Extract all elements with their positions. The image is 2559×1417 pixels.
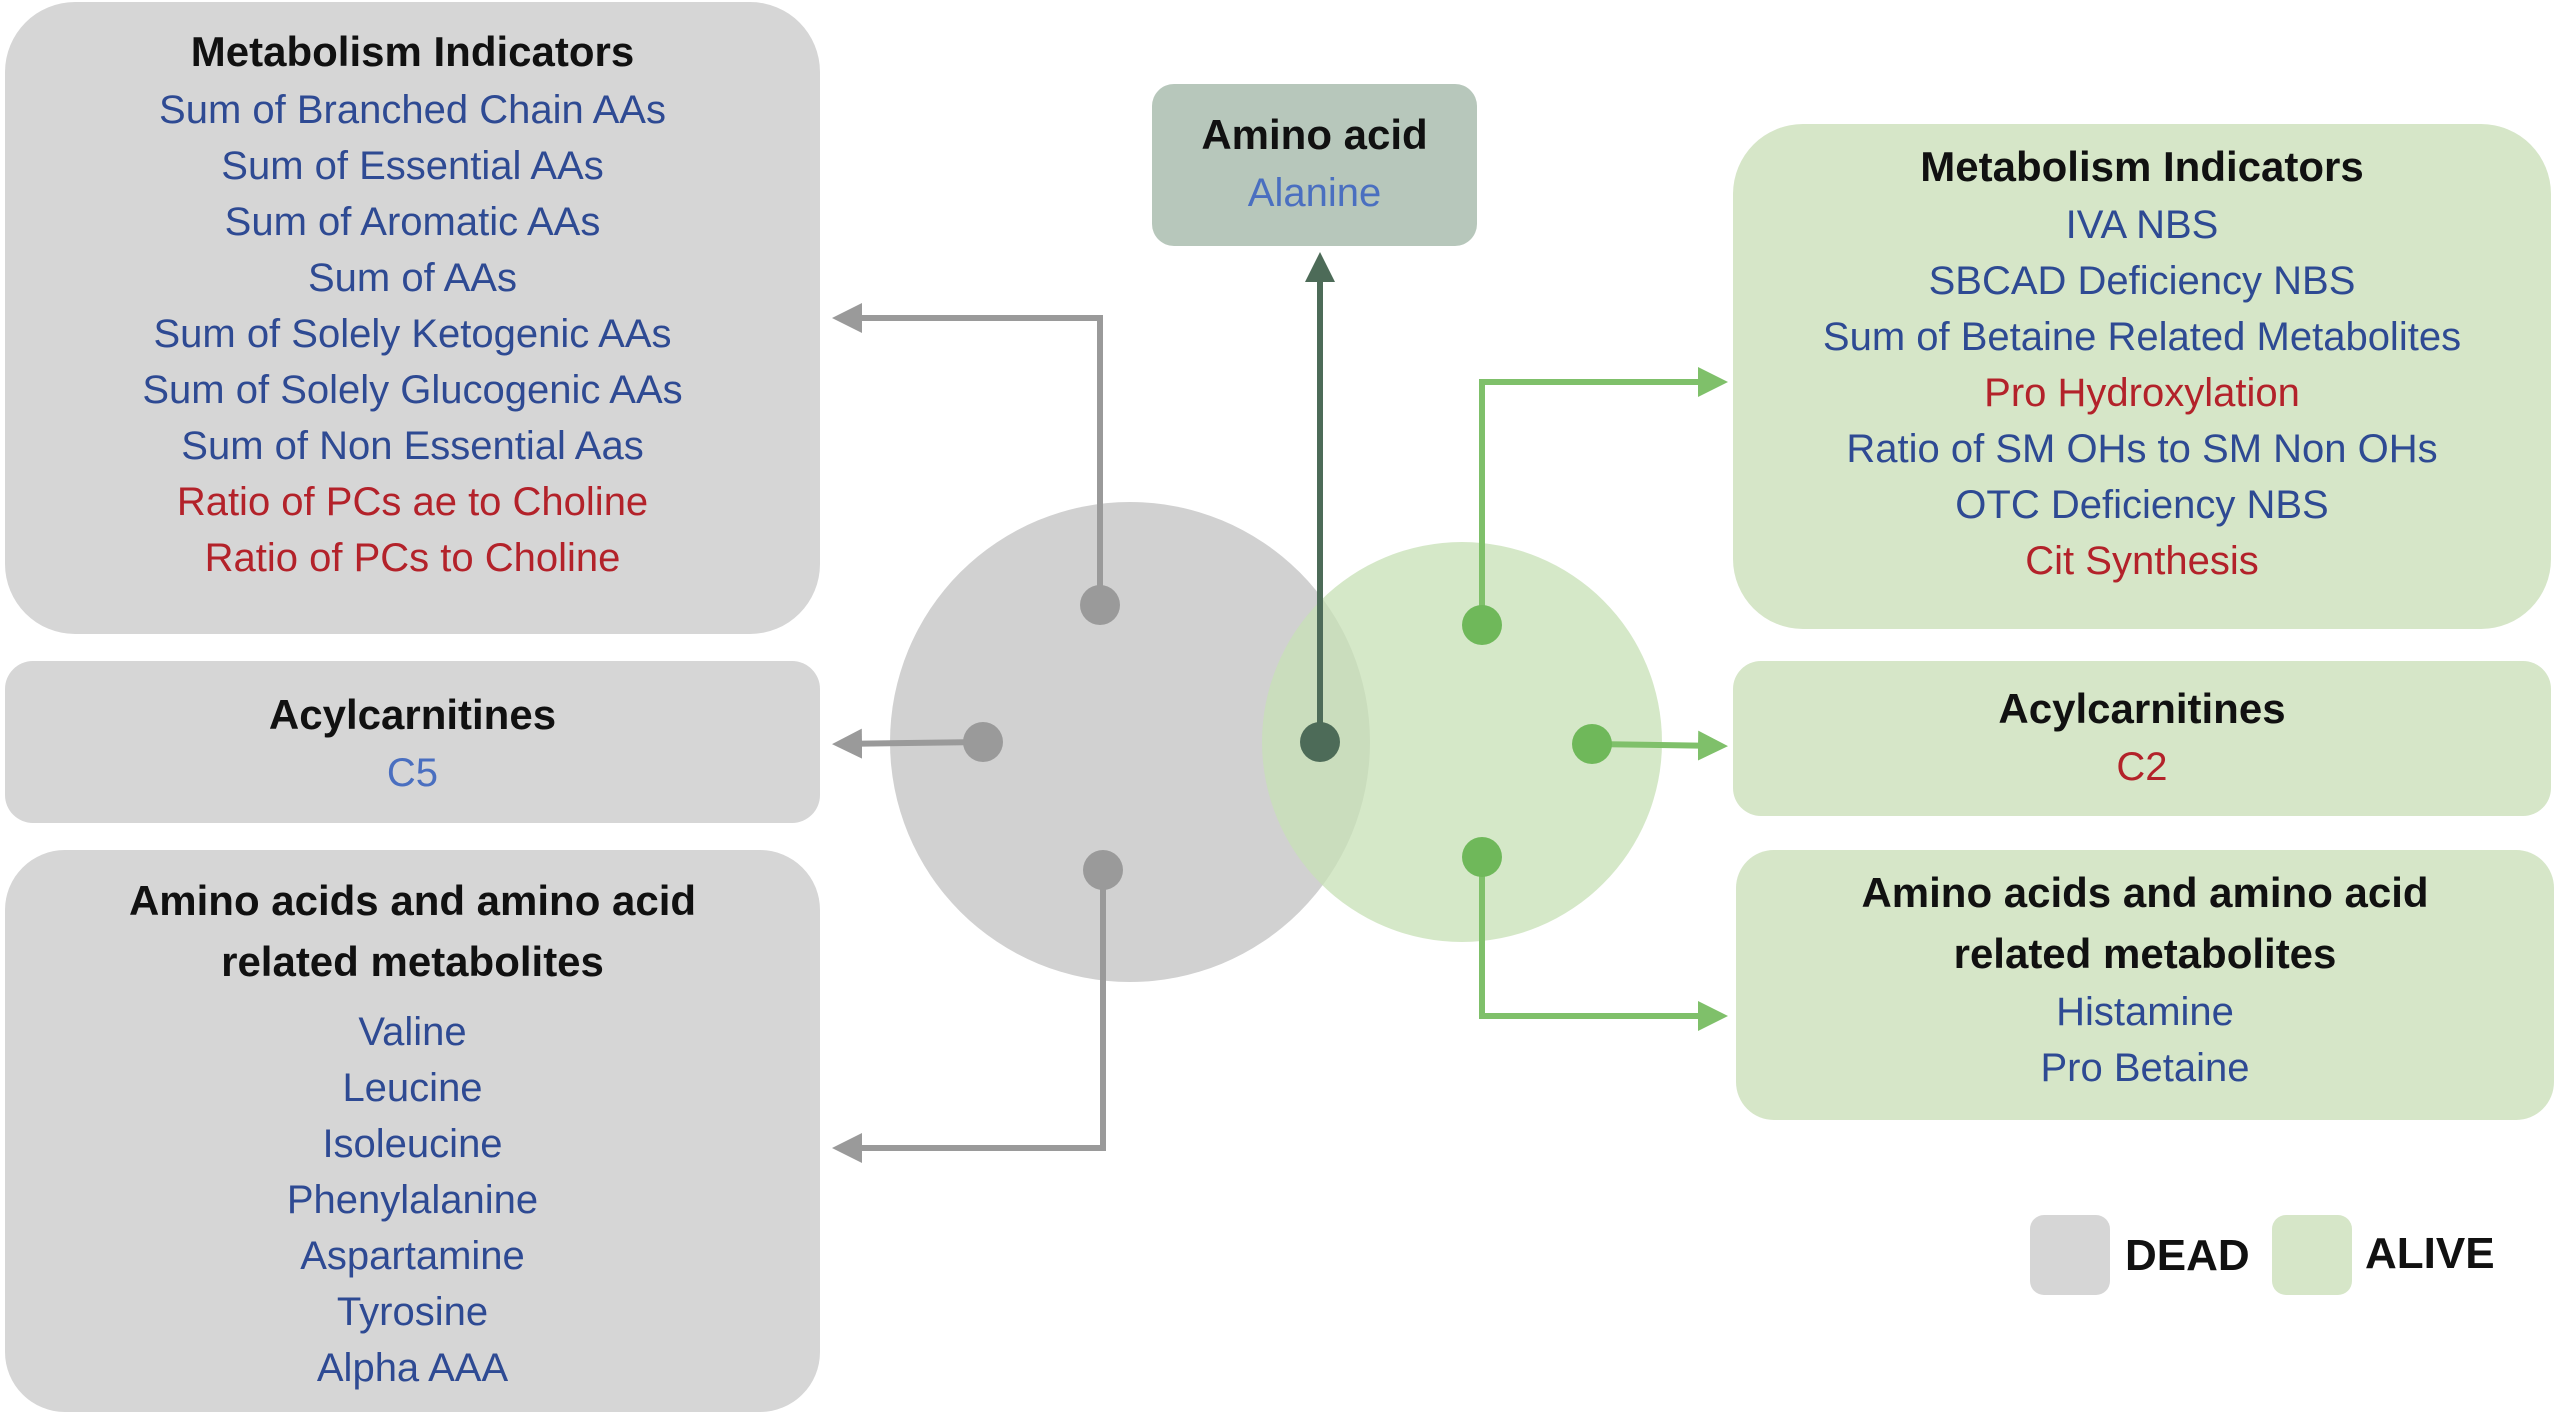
dead-amino-acids-title-line2: related metabolites xyxy=(221,938,604,985)
list-item: Phenylalanine xyxy=(286,1178,539,1222)
shared-amino-acid-dot xyxy=(1300,722,1340,762)
alive-amino-acids-title-line2: related metabolites xyxy=(1953,930,2337,977)
dead-amino-acids-dot xyxy=(1083,850,1123,890)
list-item: IVA NBS xyxy=(2065,203,2219,247)
alive-amino-acids-box: Amino acids and amino acid related metab… xyxy=(1736,850,2554,1120)
list-item: Isoleucine xyxy=(322,1122,503,1166)
list-item: Ratio of PCs ae to Choline xyxy=(176,480,649,524)
legend-dead-swatch xyxy=(2030,1215,2110,1295)
dead-metabolism-connector xyxy=(832,303,1103,605)
list-item: Sum of Non Essential Aas xyxy=(181,424,644,468)
alive-amino-acids-title-line1: Amino acids and amino acid xyxy=(1861,869,2429,916)
dead-acylcarnitines-title: Acylcarnitines xyxy=(268,691,557,738)
legend-dead-label: DEAD xyxy=(2125,1231,2250,1280)
alive-circle xyxy=(1262,542,1662,942)
shared-amino-acid-title: Amino acid xyxy=(1201,111,1428,158)
alive-acylcarnitines-title: Acylcarnitines xyxy=(1998,685,2286,732)
list-item: Ratio of PCs to Choline xyxy=(204,536,621,580)
list-item: Cit Synthesis xyxy=(2025,539,2259,583)
alive-amino-acids-connector xyxy=(1479,857,1728,1031)
list-item: Pro Betaine xyxy=(2040,1046,2250,1090)
list-item: Sum of Solely Ketogenic AAs xyxy=(153,312,672,356)
list-item: Sum of Aromatic AAs xyxy=(224,200,601,244)
alive-amino-acids-dot xyxy=(1462,837,1502,877)
list-item: C2 xyxy=(2116,745,2168,789)
list-item: SBCAD Deficiency NBS xyxy=(1928,259,2356,303)
dead-amino-acids-title-line1: Amino acids and amino acid xyxy=(128,877,697,924)
legend-alive-label: ALIVE xyxy=(2365,1229,2495,1278)
alive-acylcarnitines-list: C2 xyxy=(2116,739,2167,795)
alive-metabolism-box: Metabolism Indicators IVA NBS SBCAD Defi… xyxy=(1733,124,2551,629)
list-item: Sum of Essential AAs xyxy=(221,144,604,188)
dead-amino-acids-box: Amino acids and amino acid related metab… xyxy=(5,850,820,1412)
list-item: Valine xyxy=(358,1010,467,1054)
dead-acylcarnitines-connector xyxy=(832,728,984,759)
list-item: Ratio of SM OHs to SM Non OHs xyxy=(1846,427,2438,471)
list-item: Aspartamine xyxy=(300,1234,525,1278)
dead-amino-acids-connector xyxy=(832,870,1106,1163)
list-item: Alanine xyxy=(1247,171,1382,215)
list-item: Alpha AAA xyxy=(316,1346,509,1390)
list-item: Sum of Solely Glucogenic AAs xyxy=(142,368,683,412)
shared-amino-acid-box: Amino acid Alanine xyxy=(1152,84,1477,246)
dead-metabolism-dot xyxy=(1080,585,1120,625)
alive-amino-acids-list: Histamine Pro Betaine xyxy=(2040,984,2249,1096)
alive-metabolism-connector xyxy=(1479,367,1728,625)
alive-metabolism-title: Metabolism Indicators xyxy=(1920,143,2364,190)
shared-amino-acid-list: Alanine xyxy=(1248,165,1381,221)
dead-amino-acids-list: Valine Leucine Isoleucine Phenylalanine … xyxy=(287,1004,538,1396)
list-item: Sum of Betaine Related Metabolites xyxy=(1822,315,2462,359)
alive-acylcarnitines-box: Acylcarnitines C2 xyxy=(1733,661,2551,816)
dead-circle xyxy=(890,502,1370,982)
list-item: Sum of Branched Chain AAs xyxy=(159,88,666,132)
list-item: Histamine xyxy=(2056,990,2234,1034)
list-item: Leucine xyxy=(342,1066,483,1110)
dead-metabolism-list: Sum of Branched Chain AAs Sum of Essenti… xyxy=(142,82,682,586)
dead-metabolism-box: Metabolism Indicators Sum of Branched Ch… xyxy=(5,2,820,634)
list-item: Tyrosine xyxy=(336,1290,489,1334)
dead-acylcarnitines-box: Acylcarnitines C5 xyxy=(5,661,820,823)
legend-alive-swatch xyxy=(2272,1215,2352,1295)
alive-metabolism-dot xyxy=(1462,605,1502,645)
list-item: OTC Deficiency NBS xyxy=(1955,483,2329,527)
alive-acylcarnitines-dot xyxy=(1572,724,1612,764)
alive-metabolism-list: IVA NBS SBCAD Deficiency NBS Sum of Beta… xyxy=(1823,197,2461,589)
list-item: Pro Hydroxylation xyxy=(1984,371,2300,415)
list-item: Sum of AAs xyxy=(308,256,517,300)
dead-acylcarnitines-dot xyxy=(963,722,1003,762)
alive-acylcarnitines-connector xyxy=(1591,730,1728,761)
list-item: C5 xyxy=(386,751,439,795)
dead-metabolism-title: Metabolism Indicators xyxy=(190,28,635,75)
dead-acylcarnitines-list: C5 xyxy=(387,745,438,801)
